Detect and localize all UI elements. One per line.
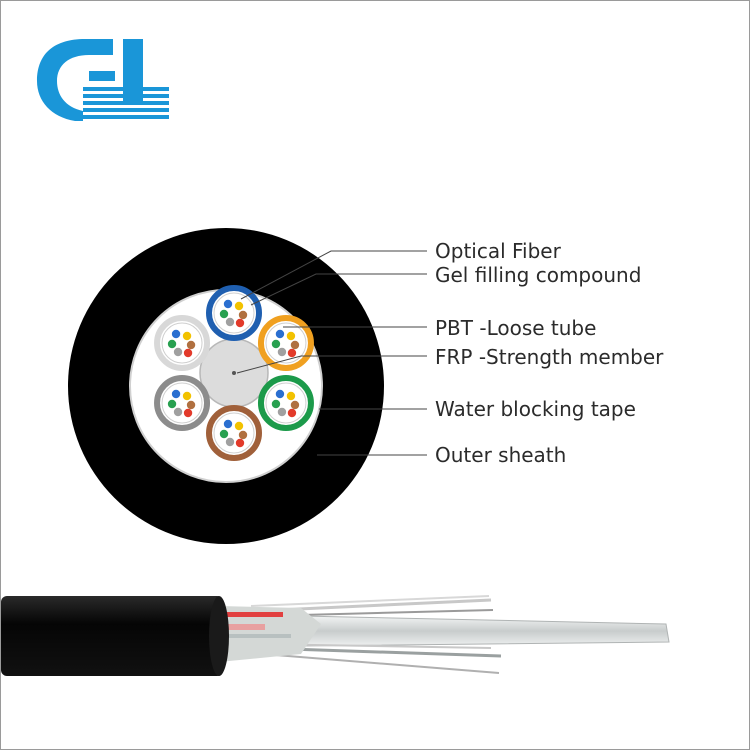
- fiber: [290, 340, 300, 350]
- fiber: [277, 407, 287, 417]
- fiber: [186, 400, 196, 410]
- fiber: [235, 438, 245, 448]
- fiber: [171, 389, 181, 399]
- leader-optical-fiber: [240, 250, 427, 300]
- fiber: [182, 331, 192, 341]
- fiber: [171, 329, 181, 339]
- tube-gray: [154, 375, 211, 431]
- fiber: [223, 419, 233, 429]
- fiber: [287, 348, 297, 358]
- fiber: [275, 389, 285, 399]
- fiber: [290, 400, 300, 410]
- fiber: [271, 339, 281, 349]
- leader-gel-filling: [250, 273, 427, 306]
- tube-green: [257, 375, 314, 431]
- label-gel-filling: Gel filling compound: [435, 263, 642, 287]
- fiber: [182, 391, 192, 401]
- fiber: [223, 299, 233, 309]
- tube-white: [154, 315, 211, 371]
- fiber: [225, 317, 235, 327]
- fiber: [287, 408, 297, 418]
- fiber: [183, 348, 193, 358]
- fiber: [219, 309, 229, 319]
- label-water-tape: Water blocking tape: [435, 397, 636, 421]
- fiber: [238, 430, 248, 440]
- fiber: [173, 407, 183, 417]
- tube-blue: [206, 285, 262, 341]
- fiber: [275, 329, 285, 339]
- cable-photo: [1, 595, 670, 676]
- fiber: [271, 399, 281, 409]
- fiber: [186, 340, 196, 350]
- fiber: [183, 408, 193, 418]
- frp-rod: [300, 615, 670, 647]
- fiber: [173, 347, 183, 357]
- fiber: [286, 391, 296, 401]
- cable-sheath: [1, 596, 223, 676]
- loose-tubes: [154, 285, 314, 461]
- fiber: [277, 347, 287, 357]
- fiber: [238, 310, 248, 320]
- label-frp-member: FRP -Strength member: [435, 345, 664, 369]
- fiber: [234, 301, 244, 311]
- tube-brown: [206, 405, 262, 461]
- fiber: [167, 339, 177, 349]
- fiber: [286, 331, 296, 341]
- fiber: [234, 421, 244, 431]
- fiber: [167, 399, 177, 409]
- fiber: [225, 437, 235, 447]
- label-pbt-tube: PBT -Loose tube: [435, 316, 597, 340]
- tube-orange: [257, 315, 314, 371]
- fiber: [219, 429, 229, 439]
- label-optical-fiber: Optical Fiber: [435, 239, 561, 263]
- fiber: [235, 318, 245, 328]
- company-logo: [37, 39, 169, 121]
- label-outer-sheath: Outer sheath: [435, 443, 567, 467]
- leader-frp-member: [236, 355, 427, 374]
